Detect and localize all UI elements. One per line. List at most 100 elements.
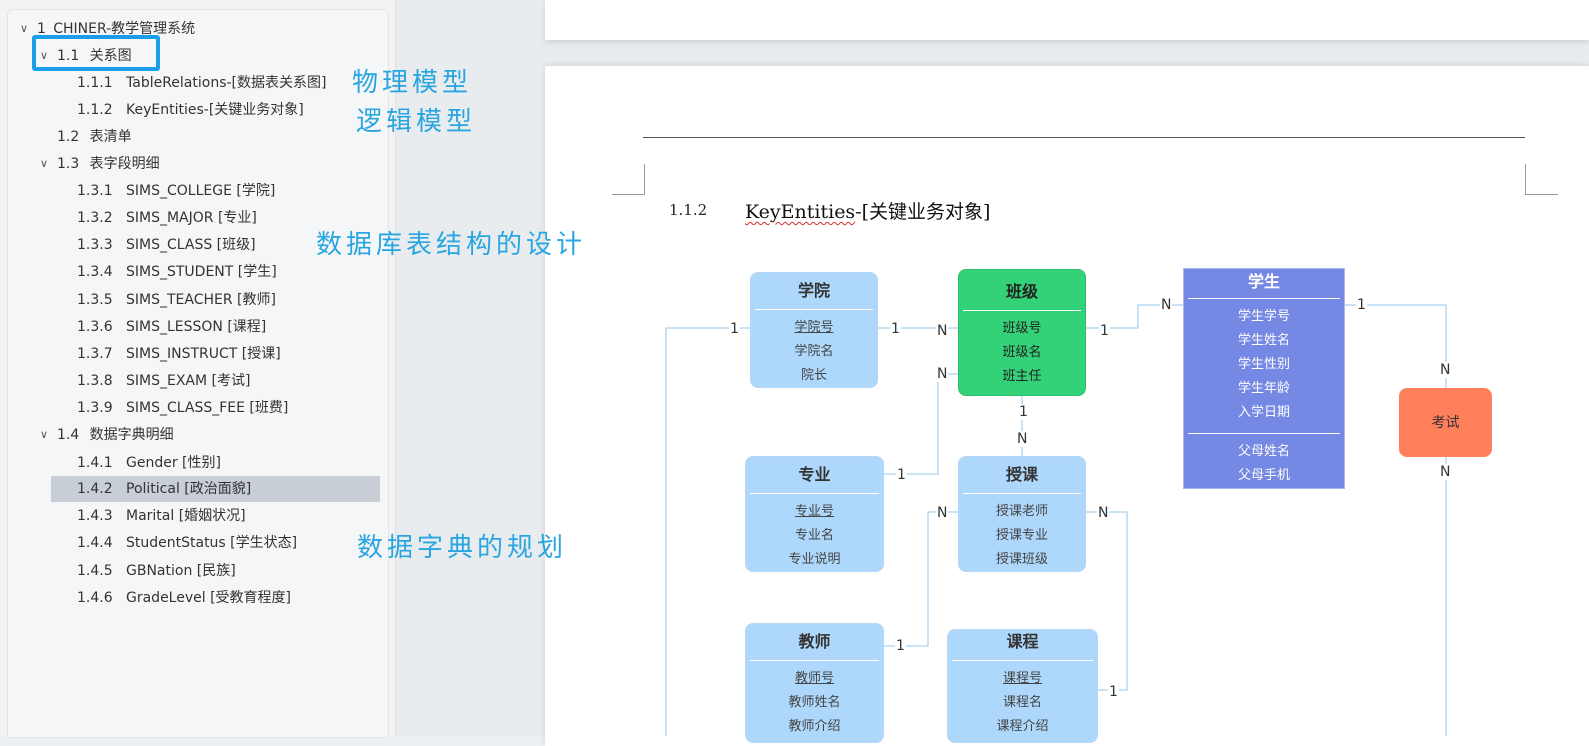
entity-teacher[interactable]: 教师 教师号 教师姓名 教师介绍	[745, 623, 884, 743]
entity-field: 教师介绍	[788, 719, 841, 734]
tree-item-number: 1.3.7	[77, 346, 113, 362]
cardinality-label: N	[1097, 505, 1110, 521]
tree-item-number: 1.3.5	[77, 292, 113, 308]
entity-student[interactable]: 学生 学生学号 学生姓名 学生性别 学生年龄 入学日期 父母姓名 父母手机	[1183, 268, 1345, 489]
tree-item[interactable]: 1.3.8 SIMS_EXAM [考试]	[0, 368, 385, 394]
tree-item-number: 1.1.2	[77, 102, 113, 118]
tree-item-label: StudentStatus [学生状态]	[126, 535, 298, 551]
cardinality-label: 1	[896, 467, 907, 483]
entity-field: 课程号	[1002, 671, 1042, 686]
tree-item-label: 关系图	[89, 48, 132, 64]
chevron-down-icon[interactable]: ∨	[39, 49, 49, 62]
section-heading: KeyEntities-[关键业务对象]	[745, 197, 990, 224]
entity-field: 班级名	[1002, 345, 1042, 360]
tree-item-number: 1.3.4	[77, 264, 113, 280]
page-header-rule	[643, 137, 1525, 138]
entity-college[interactable]: 学院 学院号 学院名 院长	[750, 272, 878, 388]
chevron-down-icon[interactable]: ∨	[39, 428, 49, 441]
cardinality-label: N	[1439, 464, 1452, 480]
tree-item-number: 1.3.9	[77, 400, 113, 416]
tree-item[interactable]: 1.4.1 Gender [性别]	[0, 450, 385, 476]
tree-item-label: SIMS_CLASS [班级]	[126, 237, 256, 253]
tree-item-number: 1.4.1	[77, 455, 113, 471]
entity-class[interactable]: 班级 班级号 班级名 班主任	[958, 269, 1086, 396]
tree-item-number: 1.4.5	[77, 563, 113, 579]
entity-field: 学生学号	[1237, 309, 1290, 324]
cardinality-label: 1	[729, 321, 740, 337]
entity-field: 院长	[800, 368, 827, 383]
cardinality-label: N	[1160, 297, 1173, 313]
cardinality-label: 1	[1099, 323, 1110, 339]
tree-item[interactable]: 1.3.4 SIMS_STUDENT [学生]	[0, 259, 385, 285]
cardinality-label: N	[936, 505, 949, 521]
tree-item-number: 1.1	[57, 48, 80, 64]
tree-item-label: 表字段明细	[89, 156, 160, 172]
entity-title: 考试	[1431, 415, 1460, 431]
entity-title: 专业	[798, 465, 831, 484]
entity-field: 教师号	[794, 671, 834, 686]
chevron-down-icon[interactable]: ∨	[39, 157, 49, 170]
entity-field: 授课专业	[995, 528, 1048, 543]
tree-item[interactable]: 1.3.7 SIMS_INSTRUCT [授课]	[0, 341, 385, 367]
entity-field: 教师姓名	[788, 695, 841, 710]
tree-item[interactable]: 1.3.3 SIMS_CLASS [班级]	[0, 232, 385, 258]
entity-major[interactable]: 专业 专业号 专业名 专业说明	[745, 456, 884, 572]
navigation-pane	[0, 0, 396, 738]
tree-item-label: KeyEntities-[关键业务对象]	[126, 102, 304, 118]
cardinality-label: 1	[1108, 684, 1119, 700]
tree-item-number: 1.3.3	[77, 237, 113, 253]
entity-field: 专业号	[794, 504, 834, 519]
entity-field: 入学日期	[1237, 405, 1290, 420]
cardinality-label: 1	[895, 638, 906, 654]
tree-item[interactable]: ∨ 1.1 关系图	[0, 43, 385, 69]
tree-item[interactable]: 1.3.5 SIMS_TEACHER [教师]	[0, 287, 385, 313]
entity-field: 父母手机	[1237, 468, 1290, 483]
tree-item-label: GradeLevel [受教育程度]	[126, 590, 292, 606]
entity-field: 学生姓名	[1237, 333, 1290, 348]
tree-item[interactable]: 1.1.2 KeyEntities-[关键业务对象]	[0, 97, 385, 123]
tree-item-label: SIMS_STUDENT [学生]	[126, 264, 277, 280]
tree-item-label: CHINER-教学管理系统	[53, 21, 196, 37]
entity-field: 班级号	[1002, 321, 1042, 336]
cardinality-label: 1	[890, 321, 901, 337]
chevron-down-icon[interactable]: ∨	[19, 22, 29, 35]
entity-lesson[interactable]: 课程 课程号 课程名 课程介绍	[947, 629, 1098, 743]
entity-field: 班主任	[1002, 369, 1042, 384]
entity-title: 教师	[798, 632, 831, 651]
entity-exam[interactable]: 考试	[1399, 388, 1492, 457]
highlight-annotation-box	[32, 35, 160, 71]
cardinality-label: N	[1439, 362, 1452, 378]
tree-item-label: SIMS_INSTRUCT [授课]	[126, 346, 281, 362]
tree-item-label: SIMS_TEACHER [教师]	[126, 292, 276, 308]
entity-divider	[963, 493, 1081, 494]
cardinality-label: N	[936, 366, 949, 382]
outline-tree-panel	[7, 9, 389, 738]
entity-divider	[952, 660, 1093, 661]
tree-item-label: Gender [性别]	[126, 455, 221, 471]
page-corner-mark	[612, 164, 645, 195]
tree-item-label: SIMS_MAJOR [专业]	[126, 210, 257, 226]
tree-item-number: 1.2	[57, 129, 80, 145]
cardinality-label: 1	[1018, 404, 1029, 420]
entity-title: 课程	[1006, 632, 1039, 651]
entity-instruct[interactable]: 授课 授课老师 授课专业 授课班级	[958, 456, 1086, 572]
entity-field: 专业说明	[788, 552, 841, 567]
entity-field: 父母姓名	[1237, 444, 1290, 459]
tree-item-number: 1.3.8	[77, 373, 113, 389]
tree-item-label: SIMS_EXAM [考试]	[126, 373, 251, 389]
tree-item-number: 1.4.3	[77, 508, 113, 524]
